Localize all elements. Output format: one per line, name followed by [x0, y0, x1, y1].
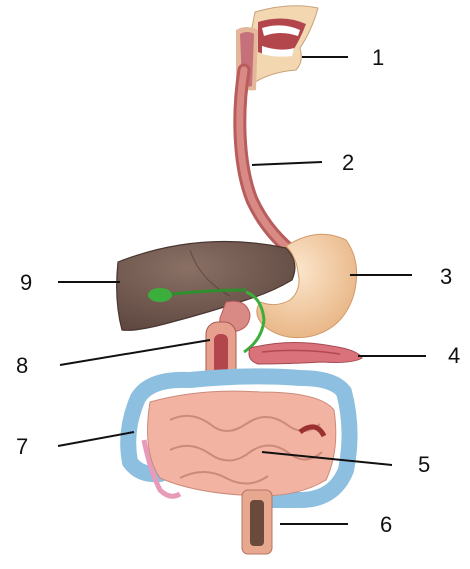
leader-line-8: [60, 340, 210, 365]
label-5: 5: [418, 452, 430, 477]
label-8: 8: [16, 353, 28, 378]
label-4: 4: [448, 343, 460, 368]
label-1: 1: [372, 45, 384, 70]
label-3: 3: [440, 264, 452, 289]
label-6: 6: [380, 512, 392, 537]
label-9: 9: [20, 270, 32, 295]
label-2: 2: [342, 150, 354, 175]
rectum-organ: [242, 490, 272, 554]
gallbladder-organ: [148, 288, 172, 302]
small-intestine-organ: [148, 391, 336, 496]
label-7: 7: [16, 434, 28, 459]
pancreas-organ: [249, 342, 362, 364]
esophagus-organ: [240, 70, 290, 250]
leader-line-2: [252, 162, 322, 165]
